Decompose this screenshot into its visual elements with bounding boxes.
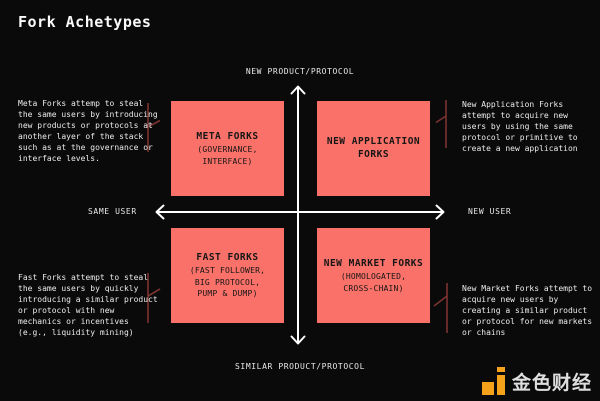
axis-label-same-user: SAME USER [88, 207, 137, 216]
page-title: Fork Achetypes [18, 13, 152, 31]
quadrant-subtitle: (GOVERNANCE, INTERFACE) [197, 145, 258, 166]
annotation-fast-forks: Fast Forks attempt to steal the same use… [18, 273, 158, 337]
horizontal-axis-arrow [155, 204, 445, 220]
quadrant-title: FAST FORKS [196, 252, 259, 264]
quadrant-subtitle: (HOMOLOGATED, CROSS-CHAIN) [340, 272, 407, 293]
quadrant-fast-forks: FAST FORKS (FAST FOLLOWER, BIG PROTOCOL,… [171, 228, 284, 323]
axis-label-new-product-protocol: NEW PRODUCT/PROTOCOL [245, 67, 355, 76]
connector-new-application-forks [435, 100, 447, 148]
annotation-meta-forks: Meta Forks attemp to steal the same user… [18, 99, 158, 163]
logo-square [481, 382, 494, 395]
jinse-finance-logo-icon [481, 367, 505, 395]
connector-new-market-forks [433, 283, 448, 333]
quadrant-title: NEW MARKET FORKS [323, 258, 424, 269]
quadrant-subtitle: (FAST FOLLOWER, BIG PROTOCOL, PUMP & DUM… [189, 266, 266, 299]
vertical-axis-arrow [290, 85, 306, 345]
quadrant-new-application-forks: NEW APPLICATION FORKS [317, 101, 430, 196]
logo-dot [496, 367, 505, 372]
axis-label-new-user: NEW USER [468, 207, 512, 216]
quadrant-new-market-forks: NEW MARKET FORKS (HOMOLOGATED, CROSS-CHA… [317, 228, 430, 323]
annotation-new-market-forks: New Market Forks attempt to acquire new … [462, 284, 593, 337]
quadrant-meta-forks: META FORKS (GOVERNANCE, INTERFACE) [171, 101, 284, 196]
quadrant-title: NEW APPLICATION FORKS [326, 136, 421, 160]
watermark-text: 金色财经 [511, 371, 592, 394]
axis-label-similar-product-protocol: SIMILAR PRODUCT/PROTOCOL [235, 362, 365, 371]
quadrant-title: META FORKS [196, 131, 259, 142]
logo-bar [496, 375, 505, 395]
annotation-new-application-forks: New Application Forks attempt to acquire… [462, 100, 578, 153]
watermark: 金色财经 [481, 367, 592, 395]
